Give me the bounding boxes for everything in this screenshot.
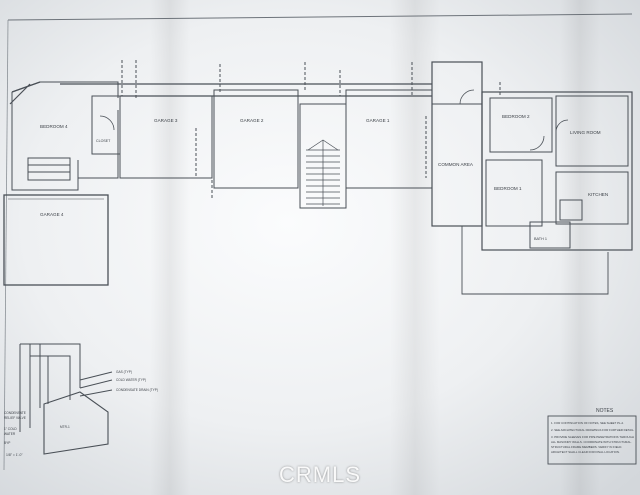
- bath-outline: [529, 221, 571, 249]
- pipe-riser-lines: [121, 60, 501, 200]
- notes-heading: NOTES: [596, 408, 614, 414]
- bedroom-1-outline: [485, 159, 543, 227]
- label-garage-3: GARAGE 3: [154, 118, 178, 123]
- label-bedroom-1: BEDROOM 1: [494, 186, 522, 191]
- garage-4-outline: [3, 194, 109, 286]
- note-item: 1. FOR CONTINUATION OF NOTES, SEE SHEET …: [551, 421, 624, 425]
- label-bedroom-2: BEDROOM 2: [502, 114, 530, 119]
- garage-2-outline: [213, 89, 299, 189]
- label-garage-2: GARAGE 2: [240, 118, 264, 123]
- note-item: STRUCTURAL FRAME MEMBERS. VERIFY IN FIEL…: [551, 445, 622, 449]
- riser-note-line: WATER: [4, 432, 16, 436]
- riser-label-gas: GAS (TYP): [116, 370, 132, 374]
- label-common-area: COMMON AREA: [438, 162, 474, 167]
- riser-pipes: [19, 343, 113, 432]
- label-closet: CLOSET: [96, 139, 111, 143]
- riser-note-line: BYP: [4, 441, 10, 445]
- paper-crease: [150, 0, 190, 495]
- riser-note-line: 1" COLD: [4, 427, 17, 431]
- sheet-border-left: [3, 19, 9, 471]
- label-garage-4: GARAGE 4: [40, 212, 64, 217]
- riser-note-line: RELIEF VALVE: [4, 416, 26, 420]
- label-kitchen: KITCHEN: [588, 192, 608, 197]
- watermark-crmls: CRMLS: [278, 462, 361, 487]
- meter-box-label: MTR-1: [60, 425, 70, 429]
- riser-label-condensate: CONDENSATE DRAIN (TYP): [116, 388, 158, 392]
- east-door-swing: [529, 119, 569, 151]
- riser-note-line: CONDENSATE: [4, 411, 26, 415]
- stair-outline: [27, 157, 71, 181]
- stair-landing: [307, 139, 339, 151]
- bedroom-2-outline: [489, 97, 553, 153]
- east-patio-outline: [461, 226, 609, 295]
- sheet-border-top: [7, 13, 633, 21]
- stair-treads: [306, 140, 340, 206]
- common-door-swing: [459, 89, 475, 105]
- label-living-room: LIVING ROOM: [570, 130, 601, 135]
- east-unit-outline: [481, 91, 633, 251]
- note-item: 2. SEE ARCHITECTURAL DRAWINGS FOR FURTHE…: [551, 428, 635, 432]
- diagonal-wall: [9, 81, 41, 105]
- label-bath-1: BATH 1: [534, 237, 547, 241]
- door-swing: [99, 115, 115, 131]
- vanity-outline: [559, 199, 583, 221]
- kitchen-outline: [555, 171, 629, 225]
- scale-note: 1/8" = 1'-0": [6, 453, 23, 457]
- note-item: ALL MASONRY WALLS. COORDINATE WITH STRUC…: [551, 440, 632, 444]
- label-garage-1: GARAGE 1: [366, 118, 390, 123]
- notes-box: [547, 415, 637, 465]
- meter-box: [43, 391, 109, 455]
- note-item: 3. PROVIDE SLEEVES FOR PIPE PENETRATIONS…: [551, 435, 634, 439]
- label-bedroom-4: BEDROOM 4: [40, 124, 68, 129]
- note-item: ARCHITECT SHALL CLEAR FOR FINAL LOCATION…: [551, 450, 620, 454]
- riser-label-cold-water: COLD WATER (TYP): [116, 378, 146, 382]
